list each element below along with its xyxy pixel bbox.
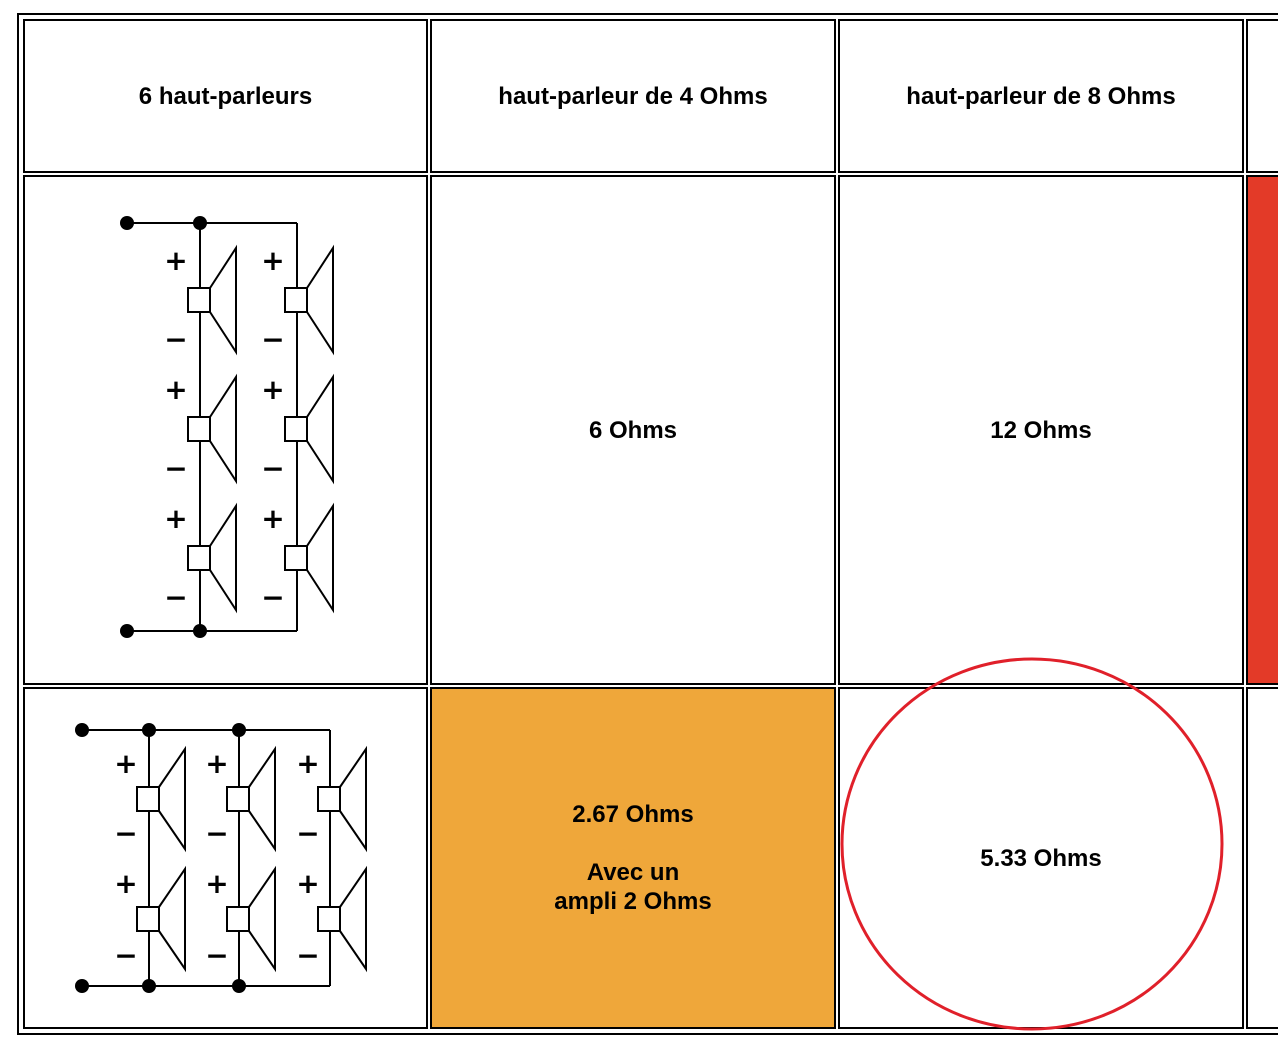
header-8-ohm-speaker: haut-parleur de 8 Ohms <box>838 19 1244 173</box>
plus-symbol: + <box>114 867 137 900</box>
minus-symbol: − <box>296 939 319 972</box>
wiring-diagram-2x3: + + − − + + − − + + − − <box>120 216 334 638</box>
minus-symbol: − <box>261 323 284 356</box>
header-next-column <box>1246 19 1278 173</box>
impedance-value: 6 Ohms <box>588 416 678 444</box>
impedance-8-ohm-3x2: 5.33 Ohms <box>838 687 1244 1029</box>
plus-symbol: + <box>296 867 319 900</box>
header-label: 6 haut-parleurs <box>138 82 313 110</box>
impedance-4-ohm-3x2: 2.67 Ohms Avec un ampli 2 Ohms <box>430 687 836 1029</box>
minus-symbol: − <box>164 323 187 356</box>
plus-symbol: + <box>164 373 187 406</box>
minus-symbol: − <box>114 817 137 850</box>
impedance-4-ohm-2x3: 6 Ohms <box>430 175 836 685</box>
plus-symbol: + <box>164 244 187 277</box>
header-label: haut-parleur de 8 Ohms <box>906 82 1176 110</box>
impedance-8-ohm-2x3: 12 Ohms <box>838 175 1244 685</box>
header-label: haut-parleur de 4 Ohms <box>498 82 768 110</box>
header-speaker-count: 6 haut-parleurs <box>23 19 428 173</box>
next-column-red-cell <box>1246 175 1278 685</box>
plus-symbol: + <box>296 747 319 780</box>
impedance-value: 12 Ohms <box>990 416 1092 444</box>
plus-symbol: + <box>261 502 284 535</box>
plus-symbol: + <box>261 373 284 406</box>
next-column-cell <box>1246 687 1278 1029</box>
amp-note-line2: ampli 2 Ohms <box>554 888 712 915</box>
wiring-diagram-3x2: + + + − − − + + + − − − <box>75 723 367 993</box>
header-4-ohm-speaker: haut-parleur de 4 Ohms <box>430 19 836 173</box>
plus-symbol: + <box>205 867 228 900</box>
minus-symbol: − <box>296 817 319 850</box>
minus-symbol: − <box>164 452 187 485</box>
schematic-cell-3x2: + + + − − − + + + − − − <box>23 687 428 1029</box>
amp-note-line1: Avec un <box>586 859 680 886</box>
minus-symbol: − <box>205 939 228 972</box>
minus-symbol: − <box>261 452 284 485</box>
impedance-value: 2.67 Ohms <box>572 801 694 828</box>
plus-symbol: + <box>164 502 187 535</box>
plus-symbol: + <box>261 244 284 277</box>
plus-symbol: + <box>205 747 228 780</box>
minus-symbol: − <box>205 817 228 850</box>
plus-symbol: + <box>114 747 137 780</box>
impedance-value: 5.33 Ohms <box>980 844 1102 872</box>
minus-symbol: − <box>261 581 284 614</box>
minus-symbol: − <box>164 581 187 614</box>
schematic-cell-2x3: + + − − + + − − + + − − <box>23 175 428 685</box>
minus-symbol: − <box>114 939 137 972</box>
results-table <box>17 13 1278 1035</box>
